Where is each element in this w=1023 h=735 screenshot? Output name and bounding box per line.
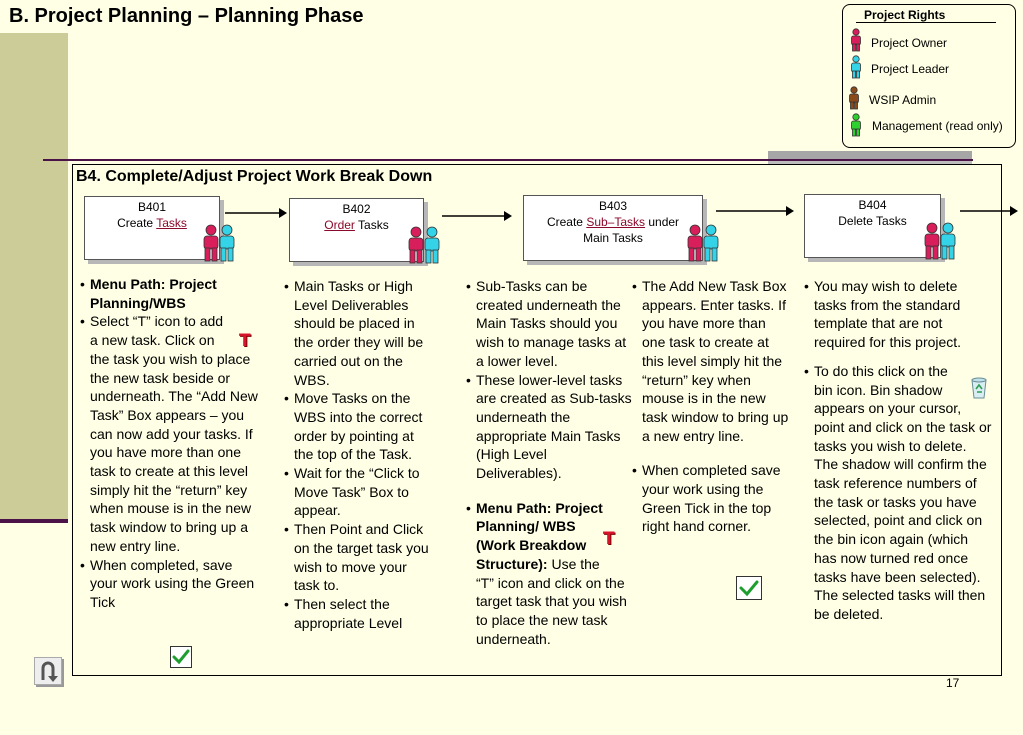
wsip-admin-icon <box>849 86 859 110</box>
step-code: B402 <box>342 202 371 216</box>
step-label: Order Tasks <box>324 218 389 232</box>
content-frame <box>72 164 1002 676</box>
green-tick-icon <box>170 646 192 668</box>
recycle-bin-icon <box>971 377 987 399</box>
section-title: B4. Complete/Adjust Project Work Break D… <box>76 168 433 185</box>
list-item: Then select the appropriate Level <box>284 595 434 632</box>
step-label: Delete Tasks <box>838 214 907 228</box>
step-code: B404 <box>858 198 887 212</box>
list-item: Move Tasks on the WBS into the correct o… <box>284 389 434 464</box>
owner-leader-icon <box>203 224 235 262</box>
page-title: B. Project Planning – Planning Phase <box>9 5 364 27</box>
management-icon <box>851 113 861 137</box>
order-link[interactable]: Order <box>324 218 355 232</box>
sub-tasks-link[interactable]: Sub–Tasks <box>586 215 646 229</box>
list-item: Sub-Tasks can be created underneath the … <box>466 277 634 371</box>
left-decor-line <box>0 519 68 523</box>
project-rights-legend <box>842 4 1016 148</box>
green-tick-icon <box>736 576 762 600</box>
list-item: When completed, save your work using the… <box>80 556 260 612</box>
header-gray-bar <box>768 151 972 161</box>
list-item: Menu Path: Project Planning/WBS <box>80 275 260 312</box>
tasks-link[interactable]: Tasks <box>156 216 187 230</box>
step-b402: B402 Order Tasks <box>289 198 424 262</box>
role-project-owner: Project Owner <box>871 36 948 50</box>
step-code: B403 <box>598 199 628 213</box>
role-project-leader: Project Leader <box>871 62 950 76</box>
list-item: Wait for the “Click to Move Task” Box to… <box>284 464 434 520</box>
project-leader-icon <box>851 55 861 79</box>
step-b404: B404 Delete Tasks <box>804 194 941 258</box>
project-owner-icon <box>851 28 861 52</box>
step-label: Create Tasks <box>117 216 187 230</box>
step-b401: B401 Create Tasks <box>84 196 220 260</box>
add-subtask-t-icon: T <box>603 529 615 549</box>
owner-leader-icon <box>408 226 440 264</box>
list-item: You may wish to delete tasks from the st… <box>804 277 992 352</box>
list-item: Then Point and Click on the target task … <box>284 520 434 595</box>
u-turn-arrow-icon <box>41 661 58 682</box>
owner-leader-icon <box>924 222 956 260</box>
role-management: Management (read only) <box>872 119 1003 133</box>
rights-title: Project Rights <box>864 8 946 22</box>
step-b403: B403 Create Sub–Tasks under Main Tasks <box>523 195 703 261</box>
step-code: B401 <box>137 200 167 214</box>
column-b401: Menu Path: Project Planning/WBS Select “… <box>80 275 260 612</box>
column-b403-notes: The Add New Task Box appears. Enter task… <box>632 277 792 536</box>
arrow-right-icon <box>960 206 1018 216</box>
list-item: Main Tasks or High Level Deliverables sh… <box>284 277 434 389</box>
column-b402: Main Tasks or High Level Deliverables sh… <box>284 277 434 632</box>
step-label-line2: Main Tasks <box>583 231 643 245</box>
list-item: These lower-level tasks are created as S… <box>466 371 634 483</box>
arrow-right-icon <box>442 211 512 221</box>
arrow-right-icon <box>716 206 794 216</box>
header-gray-bar-lower <box>768 161 972 165</box>
step-label: Create Sub–Tasks under <box>546 215 680 229</box>
column-b403: Sub-Tasks can be created underneath the … <box>466 277 634 648</box>
return-button[interactable] <box>34 657 62 685</box>
arrow-right-icon <box>225 208 287 218</box>
page-number: 17 <box>946 676 960 690</box>
list-item: The Add New Task Box appears. Enter task… <box>632 277 792 445</box>
rights-title-underline <box>856 22 996 23</box>
add-task-t-icon: T <box>239 331 251 351</box>
left-decor-bar <box>0 33 68 521</box>
list-item: When completed save your work using the … <box>632 461 792 536</box>
role-wsip-admin: WSIP Admin <box>869 93 937 107</box>
header-divider-line <box>43 159 973 161</box>
owner-leader-icon <box>687 224 719 262</box>
column-b404: You may wish to delete tasks from the st… <box>804 277 992 624</box>
